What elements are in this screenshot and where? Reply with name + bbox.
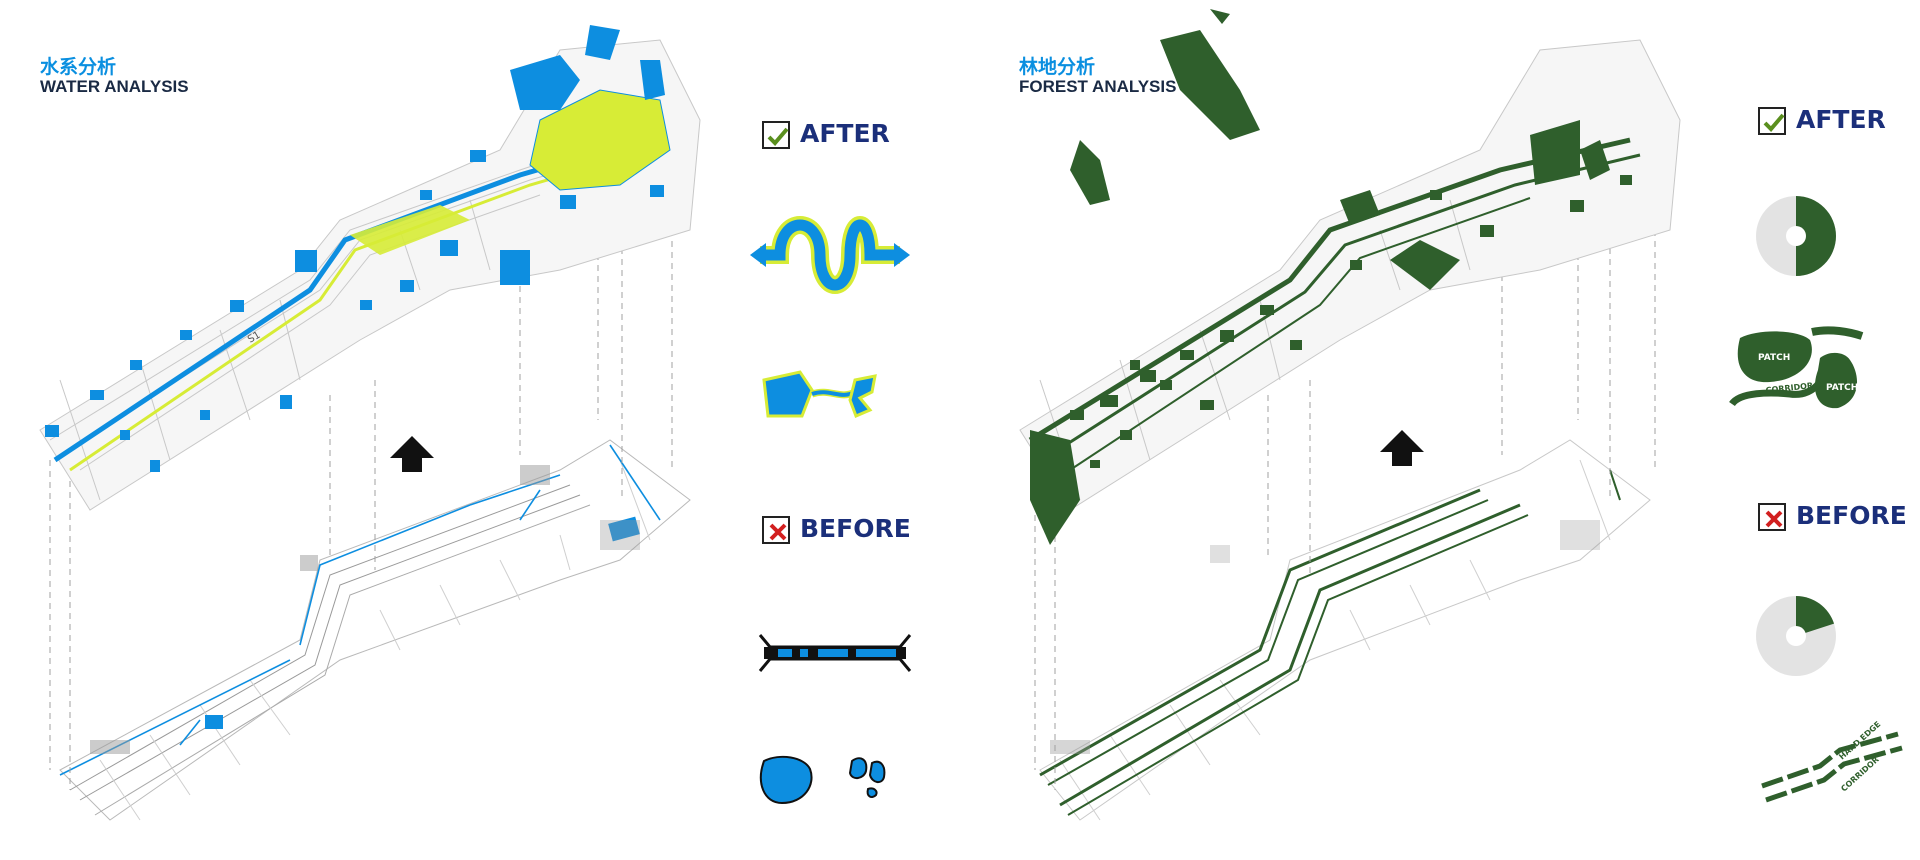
water-title-cn: 水系分析	[40, 56, 117, 78]
water-title-en: WATER ANALYSIS	[40, 77, 189, 96]
water-map: S1	[39, 25, 912, 821]
forest-up-arrow-icon	[1380, 430, 1424, 466]
forest-hard-edge-corridor-icon: HARD EDGE CORRIDOR	[1761, 720, 1903, 803]
forest-patch-corridor-icon: PATCH PATCH CORRIDOR	[1729, 326, 1864, 409]
forest-after-label: AFTER	[1796, 105, 1886, 134]
forest-after-pie-chart	[1756, 196, 1836, 276]
water-before-cross-icon	[762, 516, 790, 544]
water-after-check-icon	[762, 121, 790, 149]
forest-title-cn: 林地分析	[1019, 56, 1096, 78]
forest-before-label: BEFORE	[1796, 501, 1907, 530]
water-isolated-ponds-icon	[759, 755, 886, 805]
forest-after-map	[1019, 9, 1681, 545]
water-after-map: S1	[39, 25, 701, 511]
forest-title-en: FOREST ANALYSIS	[1019, 77, 1177, 96]
forest-before-cross-icon	[1758, 503, 1786, 531]
water-before-map	[59, 439, 691, 821]
corridor-label-before: CORRIDOR	[1839, 755, 1880, 794]
water-up-arrow-icon	[390, 436, 434, 472]
water-after-label: AFTER	[800, 119, 890, 148]
before-pie-slice	[1796, 596, 1835, 636]
forest-map: PATCH PATCH CORRIDOR HARD EDGE CORRIDOR	[1019, 9, 1903, 821]
patch-label-2: PATCH	[1826, 383, 1858, 393]
water-meander-icon	[750, 216, 910, 294]
water-channelized-icon	[758, 634, 912, 672]
water-analysis-panel: 水系分析 WATER ANALYSIS	[39, 25, 912, 821]
patch-label-1: PATCH	[1758, 353, 1790, 363]
forest-after-check-icon	[1758, 107, 1786, 135]
forest-before-map	[1039, 439, 1651, 821]
after-pie-slice	[1796, 196, 1836, 276]
forest-before-pie-chart	[1756, 596, 1836, 676]
forest-analysis-panel: 林地分析 FOREST ANALYSIS	[960, 0, 1920, 860]
water-before-label: BEFORE	[800, 514, 911, 543]
water-connected-pond-icon	[762, 370, 877, 418]
